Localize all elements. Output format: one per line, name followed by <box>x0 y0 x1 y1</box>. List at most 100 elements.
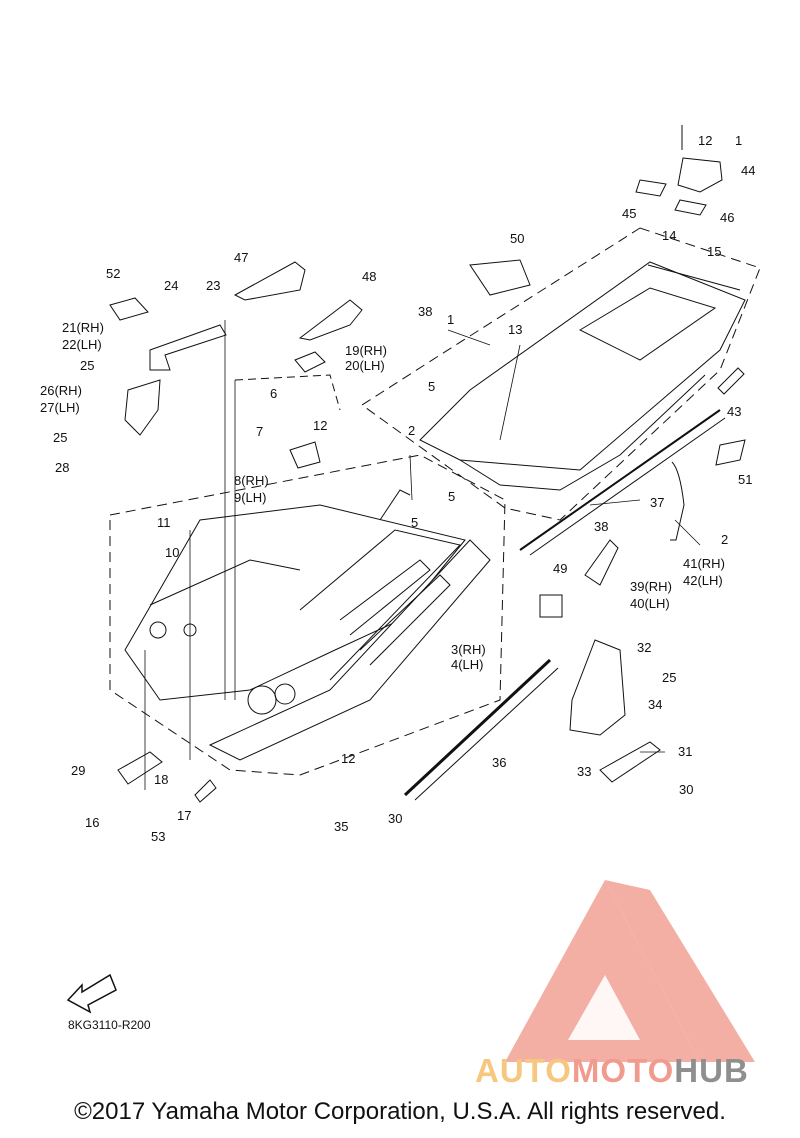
callout-label: 28 <box>55 460 69 475</box>
watermark-part-2: MOTO <box>571 1052 675 1089</box>
callout-label: 17 <box>177 808 191 823</box>
callout-label: 50 <box>510 231 524 246</box>
callout-label: 2 <box>721 532 728 547</box>
foot-29 <box>117 751 163 785</box>
guard-39 <box>584 539 619 586</box>
callout-label: 21(RH) <box>62 320 104 335</box>
callout-label: 32 <box>637 640 651 655</box>
frame-hole <box>274 683 296 705</box>
foot-31 <box>599 741 661 783</box>
callout-label: 25 <box>53 430 67 445</box>
tunnel-deck <box>419 261 746 491</box>
callout-label: 53 <box>151 829 165 844</box>
frame-hole <box>149 621 167 639</box>
pad-45 <box>635 179 667 197</box>
cover-19 <box>294 351 326 373</box>
chassis-frame <box>124 489 491 761</box>
hook-41 <box>670 461 685 541</box>
callout-label: 15 <box>707 244 721 259</box>
part-51 <box>715 439 746 466</box>
part-49 <box>539 594 563 618</box>
callout-label: 52 <box>106 266 120 281</box>
bracket-21 <box>149 324 227 371</box>
callout-label: 7 <box>256 424 263 439</box>
leader-lines <box>144 320 701 790</box>
callout-label: 47 <box>234 250 248 265</box>
callout-label: 22(LH) <box>62 337 102 352</box>
callout-label: 38 <box>594 519 608 534</box>
callout-label: 24 <box>164 278 178 293</box>
callout-label: 5 <box>411 515 418 530</box>
outline-group-2 <box>109 454 506 776</box>
callout-label: 25 <box>80 358 94 373</box>
part-52 <box>109 297 149 321</box>
callout-label: 16 <box>85 815 99 830</box>
callout-label: 36 <box>492 755 506 770</box>
watermark-part-1: AUTO <box>475 1052 572 1089</box>
callout-label: 31 <box>678 744 692 759</box>
callout-label: 18 <box>154 772 168 787</box>
callout-label: 26(RH) <box>40 383 82 398</box>
callout-label: 11 <box>157 515 171 530</box>
callout-label: 14 <box>662 228 676 243</box>
callout-label: 13 <box>508 322 522 337</box>
callout-label: 20(LH) <box>345 358 385 373</box>
callout-label: 1 <box>735 133 742 148</box>
callout-label: 35 <box>334 819 348 834</box>
callout-label: 10 <box>165 545 179 560</box>
callout-label: 38 <box>418 304 432 319</box>
callout-label: 1 <box>447 312 454 327</box>
bracket-8 <box>289 441 321 469</box>
callout-label: 5 <box>448 489 455 504</box>
reference-code: 8KG3110-R200 <box>68 1018 151 1032</box>
callout-label: 43 <box>727 404 741 419</box>
callout-label: 2 <box>408 423 415 438</box>
pad-47 <box>233 261 306 301</box>
callout-label: 12 <box>698 133 712 148</box>
outline-group-1 <box>361 227 761 521</box>
callout-label: 41(RH) <box>683 556 725 571</box>
callout-label: 44 <box>741 163 755 178</box>
callout-label: 3(RH) <box>451 642 486 657</box>
pad-46 <box>674 199 707 216</box>
callout-label: 4(LH) <box>451 657 484 672</box>
callout-label: 6 <box>270 386 277 401</box>
pad-48 <box>298 299 363 341</box>
callout-label: 49 <box>553 561 567 576</box>
side-rail <box>519 409 721 551</box>
cross-bar <box>403 658 559 801</box>
plate-43 <box>717 367 745 395</box>
callout-label: 19(RH) <box>345 343 387 358</box>
callout-label: 46 <box>720 210 734 225</box>
callout-label: 40(LH) <box>630 596 670 611</box>
callout-label: 12 <box>341 751 355 766</box>
rear-bracket <box>677 157 723 193</box>
callout-label: 9(LH) <box>234 490 267 505</box>
callout-label: 30 <box>388 811 402 826</box>
callout-label: 23 <box>206 278 220 293</box>
callout-label: 51 <box>738 472 752 487</box>
bracket-26 <box>124 379 161 436</box>
watermark-text: AUTOMOTOHUB <box>475 1052 749 1090</box>
watermark-part-3: HUB <box>674 1052 749 1089</box>
callout-label: 42(LH) <box>683 573 723 588</box>
callout-label: 27(LH) <box>40 400 80 415</box>
callout-label: 45 <box>622 206 636 221</box>
callout-label: 30 <box>679 782 693 797</box>
outline-rear-bracket <box>234 374 341 411</box>
callout-label: 33 <box>577 764 591 779</box>
callout-label: 5 <box>428 379 435 394</box>
callout-label: 25 <box>662 670 676 685</box>
frame-hole <box>247 685 277 715</box>
deck-window <box>578 287 717 361</box>
callout-label: 37 <box>650 495 664 510</box>
callout-label: 39(RH) <box>630 579 672 594</box>
callout-label: 29 <box>71 763 85 778</box>
part-16 <box>194 779 217 803</box>
pad-50 <box>469 259 531 296</box>
callout-label: 8(RH) <box>234 473 269 488</box>
fwd-arrow <box>66 973 117 1014</box>
bracket-32 <box>569 639 626 736</box>
